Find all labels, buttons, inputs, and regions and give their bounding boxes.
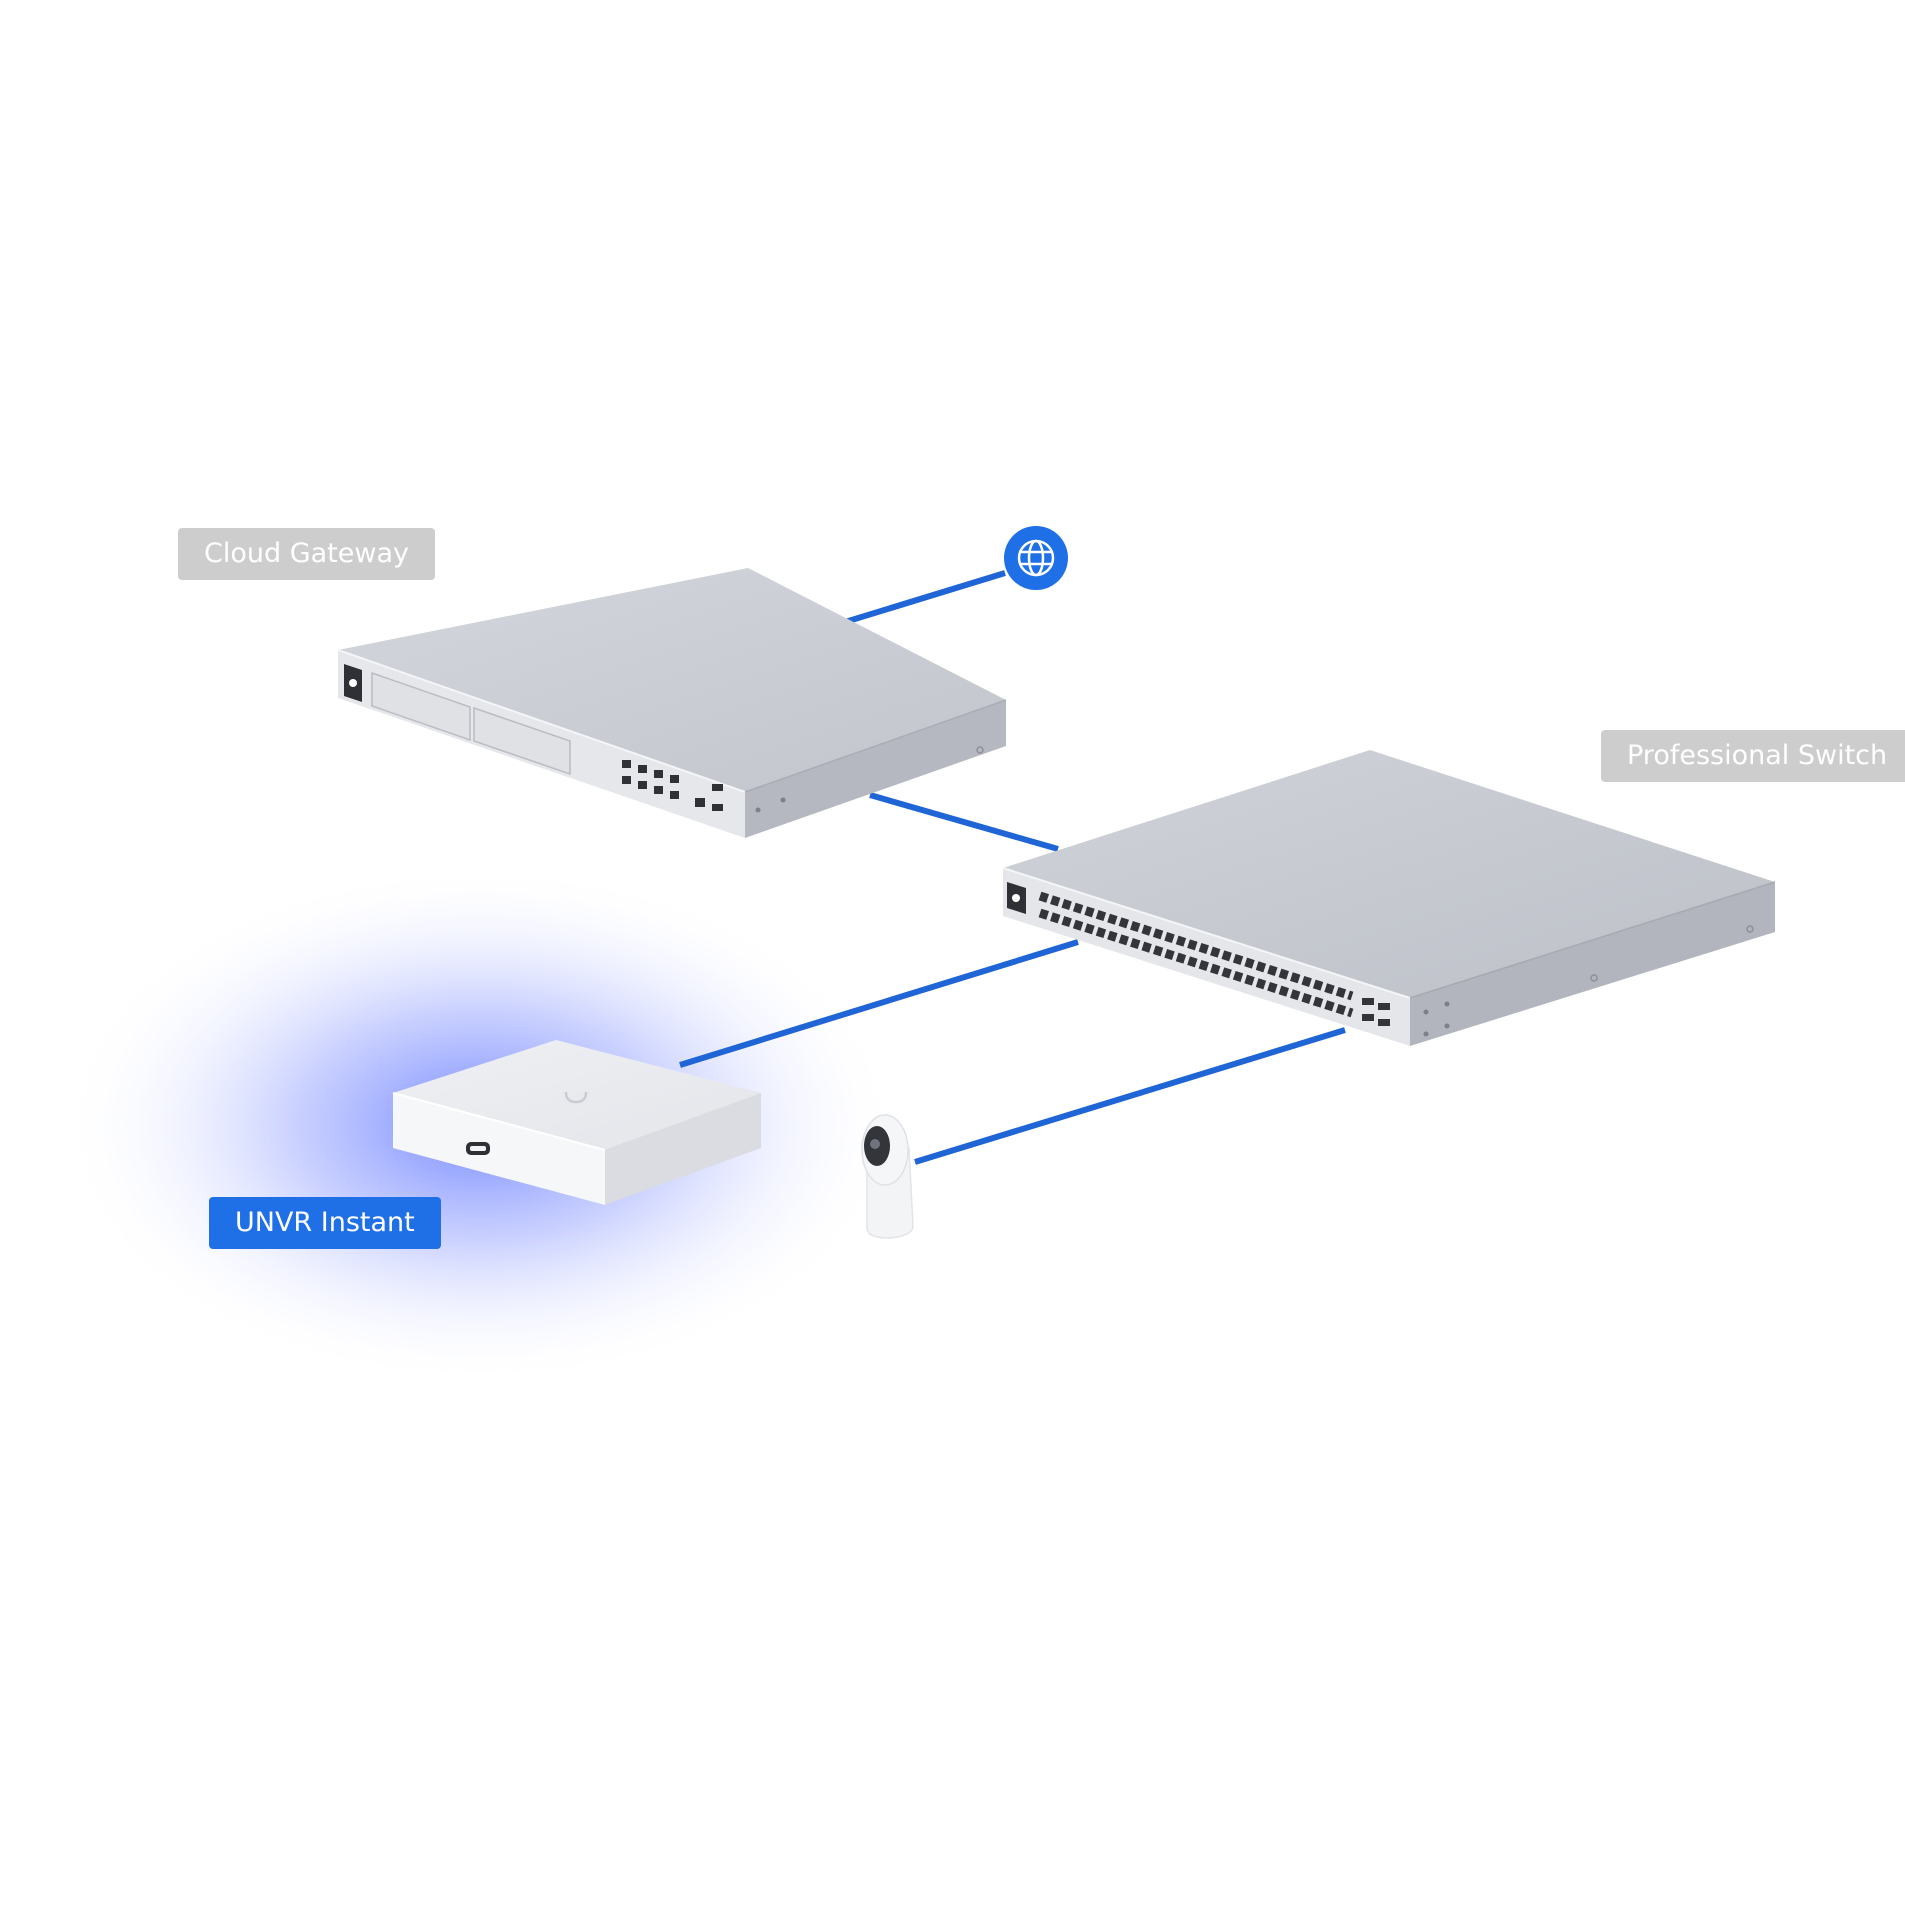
link-switch-unvr (679, 939, 1079, 1068)
professional-switch-device (1002, 750, 1776, 1046)
link-gateway-switch (869, 792, 1059, 852)
gateway-drive-bay-2 (473, 706, 571, 776)
cloud-gateway-label: Cloud Gateway (178, 528, 435, 580)
globe-icon (1004, 526, 1068, 590)
link-switch-camera (914, 1027, 1346, 1165)
unvr-instant-device (392, 1040, 761, 1205)
camera-icon (861, 1114, 914, 1239)
connection-lines (679, 570, 1346, 1165)
switch-sfp-ports (1362, 998, 1390, 1026)
unvr-instant-label: UNVR Instant (209, 1197, 441, 1249)
ubiquiti-logo-icon (564, 1091, 588, 1104)
switch-port-rows (1038, 891, 1354, 1018)
professional-switch-label: Professional Switch (1601, 730, 1905, 782)
cloud-gateway-device (337, 568, 1007, 838)
gateway-ports (622, 760, 723, 811)
gateway-drive-bay-1 (371, 671, 471, 742)
